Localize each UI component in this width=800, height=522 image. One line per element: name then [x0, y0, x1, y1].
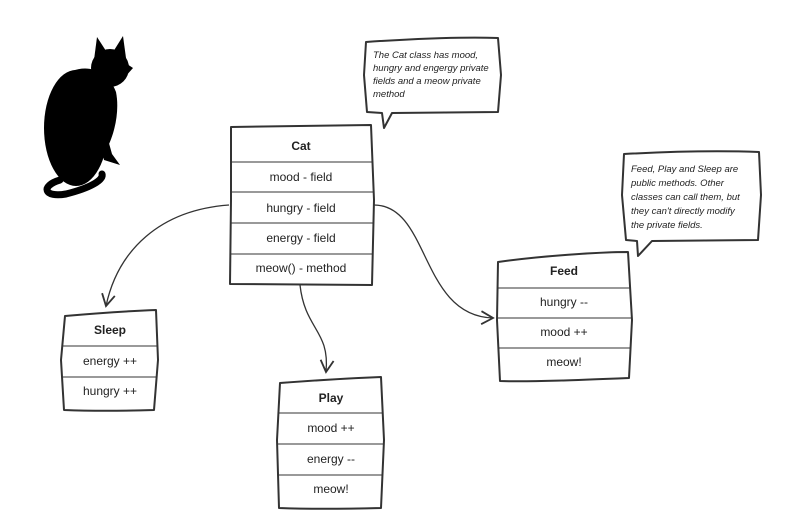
cat-field-energy: energy - field	[266, 231, 335, 245]
cat-note-line-2: hungry and engergy private	[373, 63, 489, 74]
feed-title: Feed	[550, 264, 578, 278]
methods-note-line-3: classes can call them, but	[631, 192, 740, 203]
connectors	[101, 204, 495, 374]
cat-field-hungry: hungry - field	[266, 201, 335, 215]
cat-method-meow: meow() - method	[256, 261, 347, 275]
connector-cat-to-sleep	[101, 204, 230, 308]
cat-class-box: Cat mood - field hungry - field energy -…	[229, 124, 375, 286]
play-row-energy: energy --	[307, 452, 355, 466]
cat-class-title: Cat	[291, 139, 310, 153]
sleep-title: Sleep	[94, 323, 126, 337]
connector-cat-to-play	[299, 284, 335, 374]
play-row-mood: mood ++	[307, 421, 354, 435]
feed-row-meow: meow!	[546, 355, 581, 369]
cat-note-line-4: method	[373, 89, 405, 100]
methods-note-line-2: public methods. Other	[630, 178, 725, 189]
connector-cat-to-feed	[373, 204, 495, 325]
cat-note-line-1: The Cat class has mood,	[373, 50, 478, 61]
feed-row-hungry: hungry --	[540, 295, 588, 309]
methods-note-line-1: Feed, Play and Sleep are	[631, 164, 738, 175]
play-title: Play	[319, 391, 344, 405]
play-row-meow: meow!	[313, 482, 348, 496]
methods-note-line-5: the private fields.	[631, 220, 703, 231]
cat-note-line-3: fields and a meow private	[373, 76, 481, 87]
cat-silhouette-icon	[43, 36, 133, 199]
sleep-row-hungry: hungry ++	[83, 384, 137, 398]
sleep-method-box: Sleep energy ++ hungry ++	[60, 309, 159, 412]
cat-field-mood: mood - field	[270, 170, 333, 184]
cat-class-note: The Cat class has mood, hungry and enger…	[363, 36, 502, 129]
feed-method-box: Feed hungry -- mood ++ meow!	[496, 251, 633, 383]
feed-row-mood: mood ++	[540, 325, 587, 339]
methods-note-line-4: they can't directly modify	[631, 206, 736, 217]
play-method-box: Play mood ++ energy -- meow!	[276, 376, 385, 510]
methods-note: Feed, Play and Sleep are public methods.…	[621, 150, 762, 257]
sleep-row-energy: energy ++	[83, 354, 137, 368]
